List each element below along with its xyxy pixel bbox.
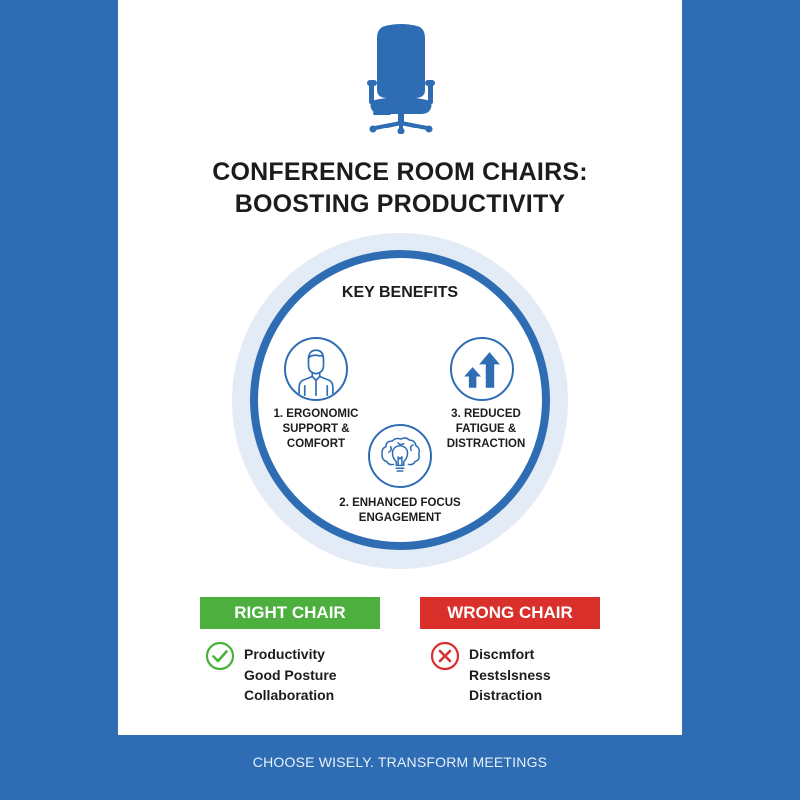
benefit-label-2: 2. ENHANCED FOCUS ENGAGEMENT: [339, 497, 461, 524]
wrong-chair-badge: WRONG CHAIR: [420, 597, 600, 629]
list-item: Distraction: [469, 687, 543, 703]
office-chair-icon: [367, 24, 435, 134]
brain-lightbulb-icon: [368, 424, 432, 488]
page-title-line-1: CONFERENCE ROOM CHAIRS:: [212, 158, 588, 186]
list-item: Restslsness: [469, 666, 551, 683]
right-chair-badge: RIGHT CHAIR: [200, 597, 380, 629]
right-chair-list: Productivity Good Posture Collaboration: [244, 644, 337, 706]
benefits-circle: [250, 250, 550, 550]
person-icon: [284, 337, 348, 401]
footer-tagline: CHOOSE WISELY. TRANSFORM MEETINGS: [252, 754, 548, 770]
benefit-label-1: 1. ERGONOMIC SUPPORT & COMFORT: [273, 408, 359, 450]
list-item: Good Posture: [244, 666, 337, 683]
key-benefits-heading: KEY BENEFITS: [341, 284, 459, 301]
benefit-label-3: 3. REDUCED FATIGUE & DISTRACTION: [446, 408, 526, 450]
list-item: Productivity: [244, 646, 325, 662]
list-item: Collaboration: [244, 687, 335, 703]
page-title-line-2: BOOSTING PRODUCTIVITY: [234, 190, 566, 218]
wrong-chair-list: Discmfort Restslsness Distraction: [469, 644, 551, 706]
x-circle-icon: [430, 641, 460, 671]
arrows-up-icon: [450, 337, 514, 401]
list-item: Discmfort: [469, 646, 535, 662]
check-circle-icon: [205, 641, 235, 671]
